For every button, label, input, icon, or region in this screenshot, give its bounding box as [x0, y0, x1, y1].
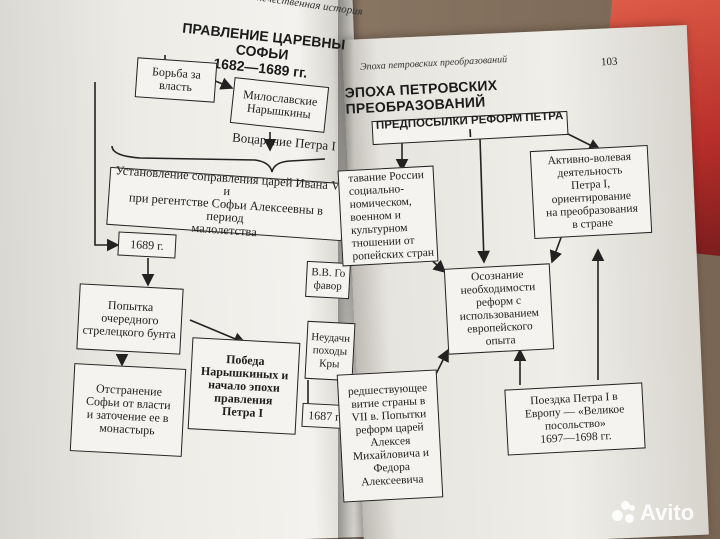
box-otstavanie: тавание России социально- номическом, во…	[337, 165, 439, 267]
box-1689: 1689 г.	[117, 231, 177, 259]
box-otstranenie-text: Отстранение Софьи от власти и заточение …	[85, 381, 171, 438]
connector-borba-mil	[212, 77, 234, 90]
avito-watermark-text: Avito	[640, 500, 695, 525]
box-aktivno: Активно-волевая деятельность Петра I, ор…	[529, 144, 653, 240]
box-aktivno-text: Активно-волевая деятельность Петра I, ор…	[545, 150, 639, 232]
box-osoznanie-text: Осознание необходимости реформ с использ…	[459, 268, 540, 348]
box-1689-text: 1689 г.	[129, 236, 165, 253]
connector-pred-osoz	[477, 137, 491, 264]
avito-logo-icon	[612, 501, 636, 525]
box-bunt: Попытка очередного стрелецкого бунта	[76, 283, 184, 355]
box-golicyn-text: В.В. Го фавор	[311, 266, 346, 293]
box-miloslavskie-text: Милославские Нарышкины	[242, 87, 319, 122]
box-predshestvuyushchee-text: редшествующее витие страны в VII в. Попы…	[347, 381, 430, 489]
box-pobeda-text: Победа Нарышкиных и начало эпохи правлен…	[200, 351, 289, 420]
box-otstavanie-text: тавание России социально- номическом, во…	[347, 168, 435, 263]
box-osoznanie: Осознание необходимости реформ с использ…	[443, 263, 555, 355]
box-pobeda: Победа Нарышкиных и начало эпохи правлен…	[187, 337, 301, 435]
connector-akt-osoz	[549, 234, 563, 264]
box-neudachnye: Неудачн походы Кры	[304, 320, 356, 382]
box-golicyn: В.В. Го фавор	[305, 260, 351, 300]
avito-watermark: Avito	[612, 500, 694, 526]
box-poezdka-text: Поездка Петра I в Европу — «Великое посо…	[524, 390, 625, 446]
box-1687-text: 1687 г.	[307, 407, 343, 424]
box-poezdka: Поездка Петра I в Европу — «Великое посо…	[504, 382, 646, 456]
box-miloslavskie: Милославские Нарышкины	[229, 77, 330, 133]
box-bunt-text: Попытка очередного стрелецкого бунта	[82, 297, 177, 341]
connector-brace	[111, 145, 326, 173]
box-borba-text: Борьба за власть	[151, 64, 202, 95]
box-sopravlenie: Установление соправления царей Ивана V и…	[106, 163, 346, 242]
box-otstranenie: Отстранение Софьи от власти и заточение …	[69, 363, 187, 457]
box-predshestvuyushchee: редшествующее витие страны в VII в. Попы…	[336, 369, 444, 503]
box-neudachnye-text: Неудачн походы Кры	[310, 330, 351, 371]
box-borba: Борьба за власть	[134, 57, 218, 103]
connector-borba-line	[94, 82, 120, 252]
page-number: 103	[600, 55, 618, 69]
